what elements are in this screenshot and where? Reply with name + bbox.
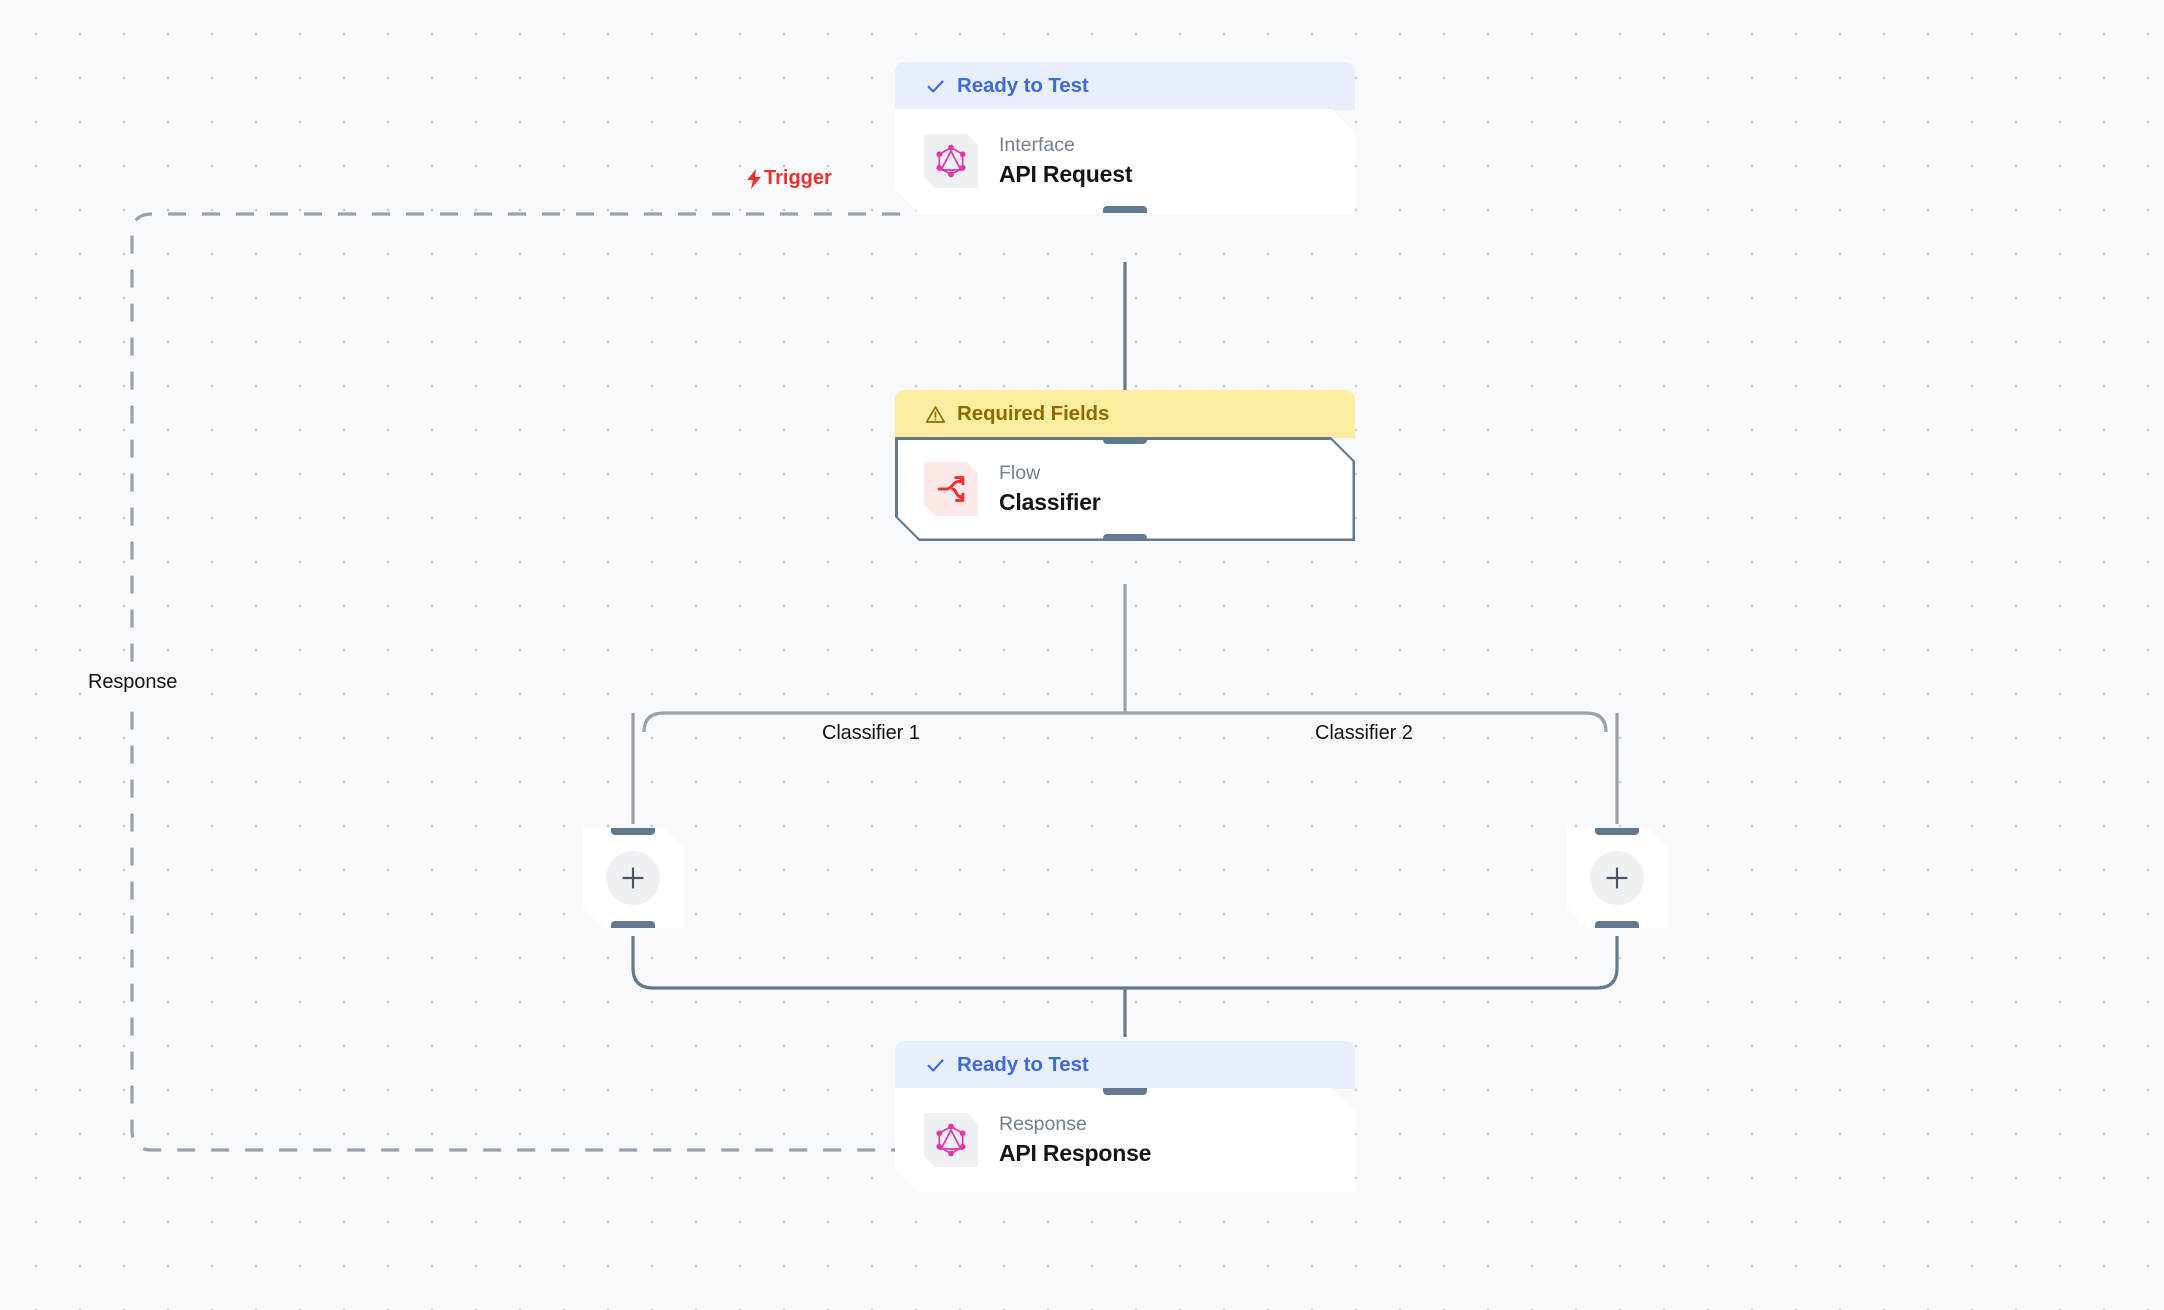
- flow-branch-icon: [924, 462, 978, 516]
- trigger-response-dashed-edge: [130, 212, 900, 1152]
- node-text: Flow Classifier: [999, 461, 1101, 516]
- add-node-output-handle[interactable]: [611, 921, 655, 934]
- node-status-badge-text: Required Fields: [957, 402, 1110, 425]
- node-title-label: API Request: [999, 160, 1133, 187]
- node-card[interactable]: Response API Response: [895, 1088, 1355, 1192]
- lightning-bolt-icon: [745, 168, 763, 190]
- branch-label-classifier-1: Classifier 1: [822, 722, 920, 744]
- node-card[interactable]: Flow Classifier: [895, 437, 1355, 541]
- node-output-handle[interactable]: [1103, 534, 1147, 547]
- plus-icon[interactable]: [606, 851, 660, 905]
- add-node-input-handle[interactable]: [611, 822, 655, 835]
- edge-merge-bus: [631, 936, 1619, 990]
- add-node-input-handle[interactable]: [1595, 822, 1639, 835]
- node-status-badge-ready-to-test: Ready to Test: [895, 1041, 1355, 1089]
- node-status-badge-text: Ready to Test: [957, 1053, 1089, 1076]
- node-title-label: API Response: [999, 1139, 1152, 1166]
- node-kind-label: Response: [999, 1113, 1087, 1136]
- response-label: Response: [82, 669, 184, 696]
- node-classifier[interactable]: Required Fields Flow Classifier: [895, 390, 1355, 541]
- node-title-label: Classifier: [999, 488, 1101, 515]
- graphql-icon: [924, 134, 978, 188]
- node-status-badge-required-fields: Required Fields: [895, 390, 1355, 438]
- node-api-response[interactable]: Ready to Test: [895, 1041, 1355, 1192]
- node-text: Response API Response: [999, 1112, 1151, 1167]
- add-node-button-branch-1[interactable]: [583, 828, 683, 928]
- trigger-label: Trigger: [745, 167, 832, 190]
- add-node-output-handle[interactable]: [1595, 921, 1639, 934]
- check-icon: [925, 1055, 946, 1076]
- node-kind-label: Flow: [999, 462, 1041, 485]
- edge-split-bus: [642, 711, 1608, 733]
- warning-triangle-icon: [925, 404, 946, 425]
- node-card[interactable]: Interface API Request: [895, 109, 1355, 213]
- add-node-button-branch-2[interactable]: [1567, 828, 1667, 928]
- trigger-label-text: Trigger: [764, 167, 832, 189]
- node-api-request[interactable]: Ready to Test: [895, 62, 1355, 213]
- branch-label-classifier-2: Classifier 2: [1315, 722, 1413, 744]
- check-icon: [925, 76, 946, 97]
- node-kind-label: Interface: [999, 134, 1075, 157]
- graphql-icon: [924, 1113, 978, 1167]
- plus-icon[interactable]: [1590, 851, 1644, 905]
- node-status-badge-ready-to-test: Ready to Test: [895, 62, 1355, 110]
- node-text: Interface API Request: [999, 133, 1132, 188]
- node-output-handle[interactable]: [1103, 206, 1147, 219]
- node-status-badge-text: Ready to Test: [957, 74, 1089, 97]
